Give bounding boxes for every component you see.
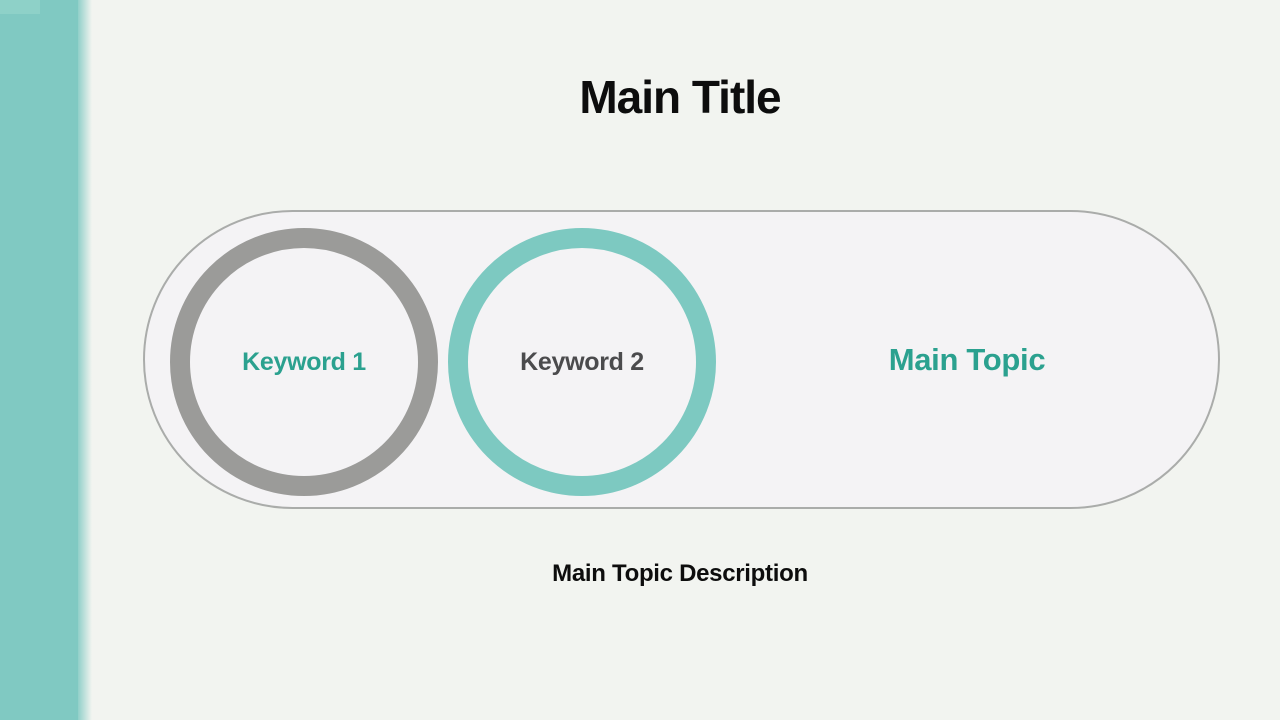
main-topic-label: Main Topic <box>888 341 1046 377</box>
keyword-1-circle: Keyword 1 <box>170 228 438 496</box>
keyword-2-label: Keyword 2 <box>520 347 644 376</box>
left-accent-bar <box>0 0 92 720</box>
keyword-2-circle: Keyword 2 <box>448 228 716 496</box>
left-accent-bar-highlight <box>0 0 40 14</box>
slide-description: Main Topic Description <box>552 560 808 587</box>
slide-title: Main Title <box>579 71 781 123</box>
keyword-1-label: Keyword 1 <box>242 347 366 376</box>
main-topic-pill: Keyword 1 Keyword 2 Main Topic <box>143 210 1220 509</box>
